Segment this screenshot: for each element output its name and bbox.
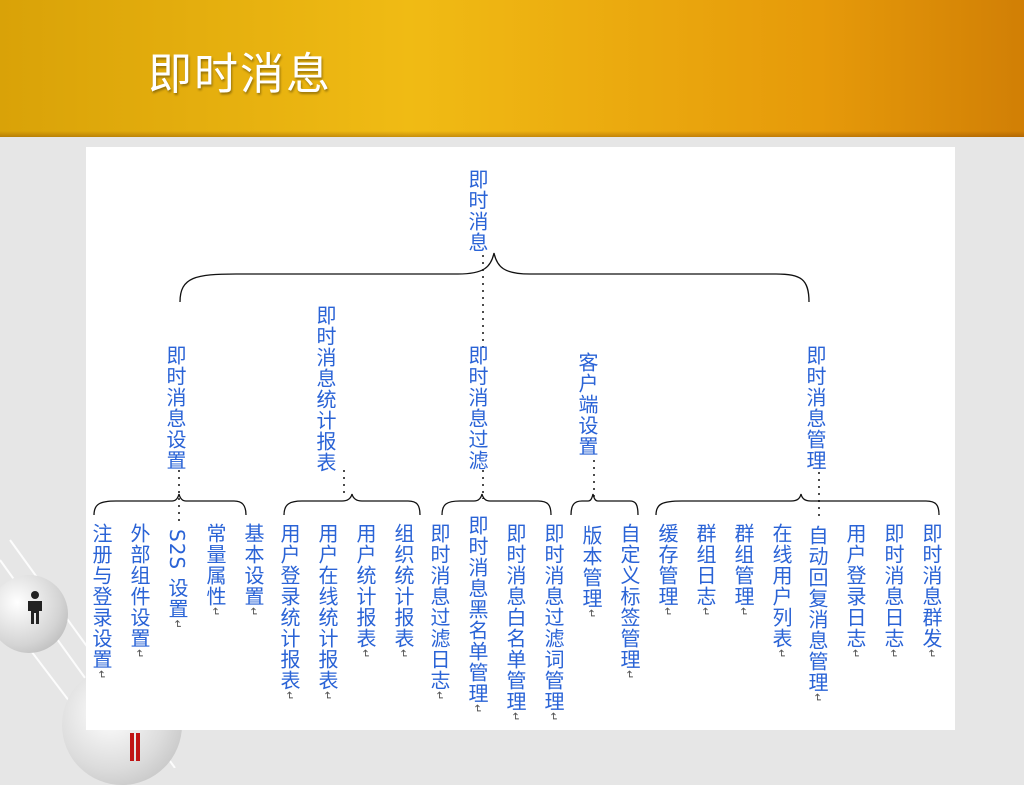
leaf-node: 自动回复消息管理↵ xyxy=(805,525,829,704)
leaf-node: 用户统计报表↵ xyxy=(353,523,377,660)
root-brace xyxy=(179,252,810,303)
diagram-root: 即时消息 xyxy=(465,169,489,253)
leaf-node: 常量属性↵ xyxy=(203,523,227,618)
branch-node: 客户端设置 xyxy=(575,352,599,457)
diagram-connectors xyxy=(93,252,940,523)
leaf-node: 自定义标签管理↵ xyxy=(617,523,641,681)
leaf-node: 即时消息群发↵ xyxy=(919,523,943,660)
leaf-node: 在线用户列表↵ xyxy=(769,523,793,660)
leaf-node: 版本管理↵ xyxy=(579,525,603,620)
leaf-node: 基本设置↵ xyxy=(241,523,265,618)
brace-stats xyxy=(283,493,421,516)
leaf-node: 即时消息白名单管理↵ xyxy=(503,523,527,723)
diagram-canvas: 即时消息 即时消息设置 即时消息统计报表 即时消息过滤 客户端设置 即时消息管理… xyxy=(86,147,955,730)
leaf-node: 群组日志↵ xyxy=(693,523,717,618)
leaf-node: 组织统计报表↵ xyxy=(391,523,415,660)
leaf-node: S2S 设置↵ xyxy=(165,529,189,630)
leaf-node: 用户在线统计报表↵ xyxy=(315,523,339,702)
leaf-node: 即时消息过滤日志↵ xyxy=(427,523,451,702)
slide-header: 即时消息 xyxy=(0,0,1024,137)
branch-node: 即时消息设置 xyxy=(163,345,187,471)
leaf-node: 外部组件设置↵ xyxy=(127,523,151,660)
slide-title: 即时消息 xyxy=(148,49,332,100)
brace-manage xyxy=(655,493,940,516)
leaf-node: 用户登录日志↵ xyxy=(843,523,867,660)
leaf-node: 即时消息日志↵ xyxy=(881,523,905,660)
decorative-red-bar xyxy=(130,733,140,761)
branch-node: 即时消息管理 xyxy=(803,345,827,471)
leaf-node: 用户登录统计报表↵ xyxy=(277,523,301,702)
leaf-node: 缓存管理↵ xyxy=(655,523,679,618)
brace-settings xyxy=(93,493,247,516)
branch-node: 即时消息过滤 xyxy=(465,345,489,471)
branch-node: 即时消息统计报表 xyxy=(313,305,337,473)
leaf-node: 即时消息过滤词管理↵ xyxy=(541,523,565,723)
leaf-node: 即时消息黑名单管理↵ xyxy=(465,515,489,715)
person-icon xyxy=(28,591,42,624)
brace-filter xyxy=(441,493,552,516)
leaf-node: 注册与登录设置↵ xyxy=(89,523,113,681)
brace-client xyxy=(570,493,639,516)
leaf-node: 群组管理↵ xyxy=(731,523,755,618)
